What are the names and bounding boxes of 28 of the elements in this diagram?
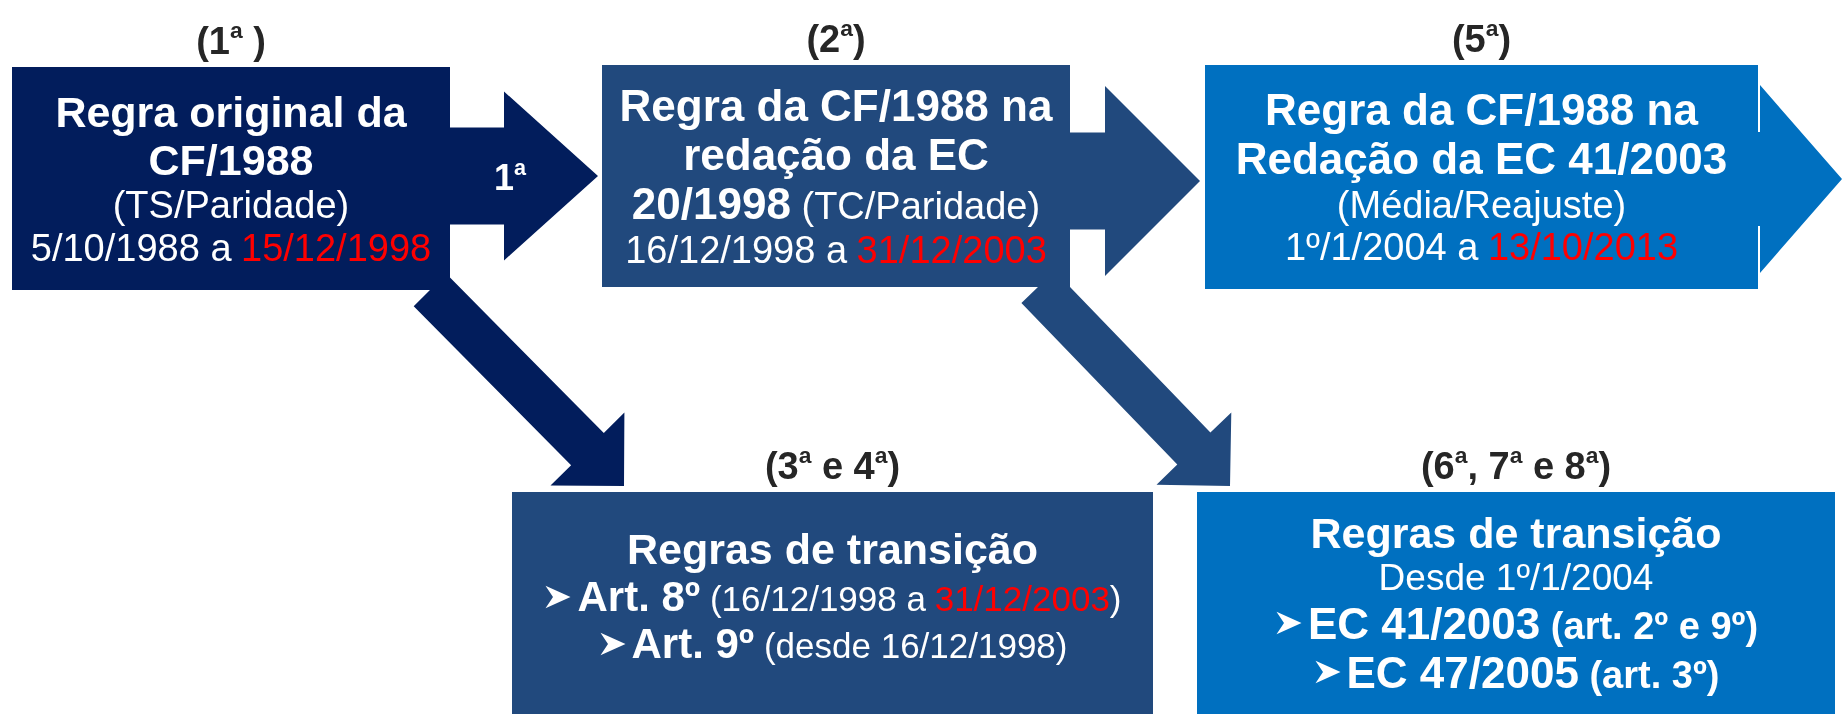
block-arrow [1758, 85, 1842, 273]
box-text: EC 41/2003 (art. 2º e 9º) [1307, 598, 1759, 648]
step-heading: (2$^{a}$) [806, 19, 866, 59]
block-arrow [450, 91, 598, 261]
block-arrow [1070, 86, 1200, 276]
box-text: 5/10/1988 a [30, 226, 232, 270]
box-text: Regra original da CF/1988 [54, 87, 408, 185]
step-heading: (5$^{a}$) [1451, 19, 1512, 59]
box-text: Art. 8º (16/12/1998 a [577, 573, 926, 621]
box-text: EC 47/2005 (art. 3º) [1346, 647, 1720, 698]
edge-label: 1$^{a}$ [494, 157, 526, 199]
box-text: Regras de transição [1310, 508, 1722, 558]
box-text: Regra da CF/1988 na redação da EC 20/1998 (TC/Paridade) [618, 80, 1054, 229]
box-text: (TS/Paridade) [112, 184, 350, 227]
step-heading: (3$^{a}$ e 4$^{a}$) [764, 446, 901, 486]
date-text: 15/12/1998 [241, 226, 432, 270]
box-text: ) [1109, 579, 1122, 619]
box-text: Regras de transição [626, 524, 1039, 574]
step-heading: (1$^{a}$ ) [196, 21, 266, 61]
box-text: 16/12/1998 a [625, 228, 848, 272]
step-heading: (6$^{a}$, 7$^{a}$ e 8$^{a}$) [1420, 446, 1612, 486]
date-text: 31/12/2003 [934, 579, 1110, 619]
box-text: 1º/1/2004 a [1284, 226, 1479, 269]
date-text: 31/12/2003 [856, 228, 1047, 272]
date-text: 13/10/2013 [1487, 226, 1679, 269]
box-text: Regra da CF/1988 na Redação da EC 41/2003 (Média/Reajuste) [1235, 85, 1728, 227]
box-text: Desde 1º/1/2004 [1378, 557, 1654, 599]
box-text: Art. 9º (desde 16/12/1998) [631, 620, 1068, 668]
